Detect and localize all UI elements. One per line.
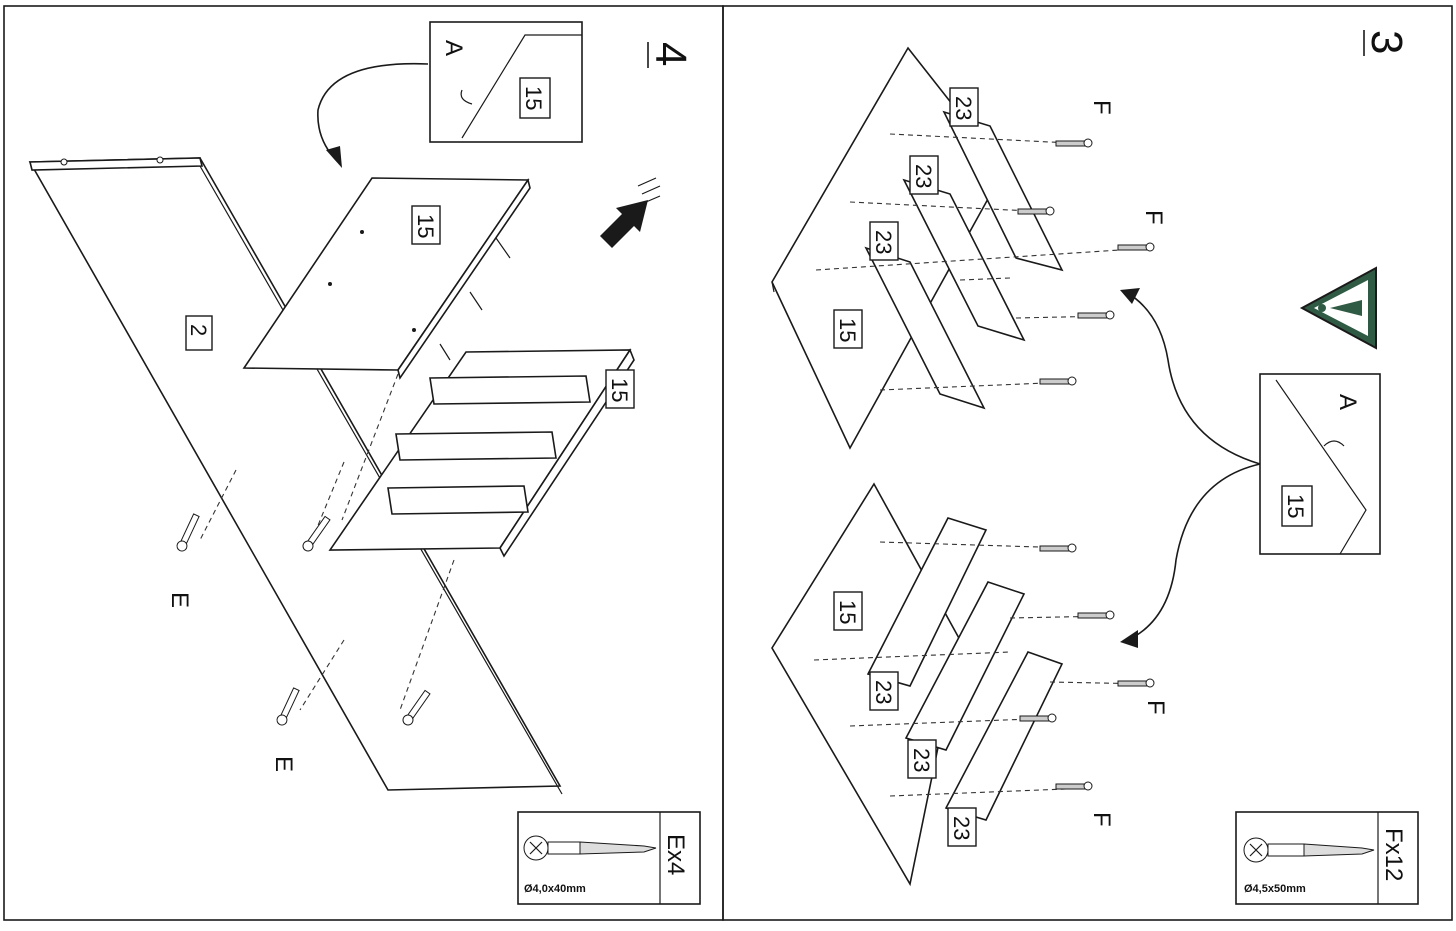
callout-arrow-upper xyxy=(1125,291,1261,465)
assembly-guides xyxy=(199,373,455,711)
step-4-number: 4 xyxy=(646,42,695,68)
shelf-label-upper: 15 xyxy=(413,214,438,238)
callout-arrow xyxy=(317,62,429,163)
shelf-lower-15: 15 xyxy=(328,348,635,558)
strip-labels-upper: 23 23 23 xyxy=(869,87,979,261)
svg-text:23: 23 xyxy=(951,96,976,120)
step-3-panel xyxy=(722,5,1453,921)
callout-part-label-3: 15 xyxy=(1283,494,1308,518)
hardware-box-f: Ø4,5x50mm Fx12 xyxy=(1235,811,1419,905)
step-3-callout: A 15 xyxy=(1259,373,1381,555)
callout-part-label: 15 xyxy=(521,86,546,110)
screw-letter-f-1: F xyxy=(1088,100,1115,115)
screw-letter-f-3: F xyxy=(1142,700,1169,715)
hardware-spec-f: Ø4,5x50mm xyxy=(1244,883,1306,895)
screw-icon xyxy=(1017,138,1155,791)
hardware-spec-e: Ø4,0x40mm xyxy=(524,883,586,895)
step-4-callout: A 15 xyxy=(429,21,583,143)
board-lower-15: 15 23 23 23 xyxy=(771,482,1151,887)
hardware-count-e: Ex4 xyxy=(662,834,689,875)
callout-letter: A xyxy=(440,40,467,56)
svg-text:23: 23 xyxy=(949,816,974,840)
svg-text:23: 23 xyxy=(871,230,896,254)
screw-letter-f-4: F xyxy=(1088,812,1115,827)
push-arrow-icon xyxy=(600,177,661,248)
svg-text:4: 4 xyxy=(646,42,695,66)
board-label-lower: 15 xyxy=(835,600,860,624)
shelf-label-lower: 15 xyxy=(607,378,632,402)
screw-letter-e-2: E xyxy=(270,756,297,772)
step-3: 3 A 15 15 xyxy=(771,30,1419,905)
svg-text:3: 3 xyxy=(1362,30,1411,54)
board-upper-15: 15 23 23 23 xyxy=(771,46,1151,450)
strip-labels-lower: 23 23 23 xyxy=(869,671,977,847)
svg-text:23: 23 xyxy=(909,748,934,772)
hardware-count-f: Fx12 xyxy=(1380,828,1407,881)
hardware-box-e: Ø4,0x40mm Ex4 xyxy=(517,811,701,905)
panel-label-2: 2 xyxy=(186,324,211,336)
svg-text:23: 23 xyxy=(871,680,896,704)
screw-icon xyxy=(176,513,431,726)
warning-icon xyxy=(1299,266,1377,350)
step-4: 4 A 15 2 xyxy=(28,21,701,905)
shelf-upper-15: 15 xyxy=(242,177,531,380)
callout-letter-3: A xyxy=(1334,394,1361,410)
step-3-number: 3 xyxy=(1362,30,1411,56)
screw-letter-e-1: E xyxy=(166,592,193,608)
callout-arrow-lower xyxy=(1127,463,1261,641)
board-label-upper: 15 xyxy=(835,318,860,342)
svg-text:23: 23 xyxy=(911,164,936,188)
screw-letter-f-2: F xyxy=(1140,210,1167,225)
